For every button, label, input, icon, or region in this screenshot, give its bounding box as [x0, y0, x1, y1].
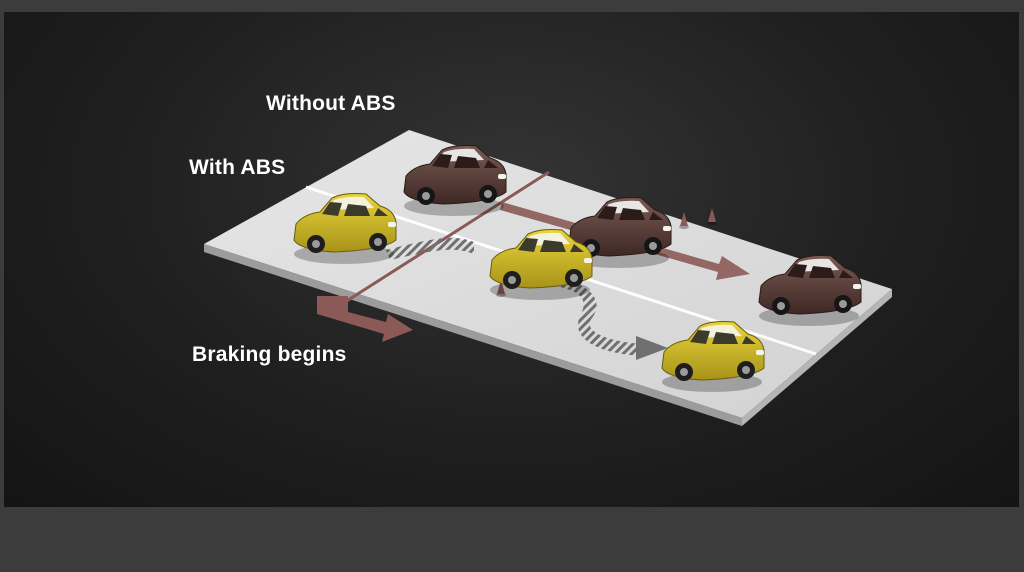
braking-begins-label: Braking begins	[192, 343, 347, 366]
road-scene	[204, 130, 892, 426]
with-abs-label: With ABS	[189, 156, 286, 179]
abs-path	[386, 237, 668, 360]
braking-begins-arrow	[317, 296, 413, 342]
without-abs-label: Without ABS	[266, 92, 396, 115]
cone-icon	[707, 208, 717, 225]
abs-diagram: Without ABS With ABS Braking begins	[4, 12, 1019, 507]
